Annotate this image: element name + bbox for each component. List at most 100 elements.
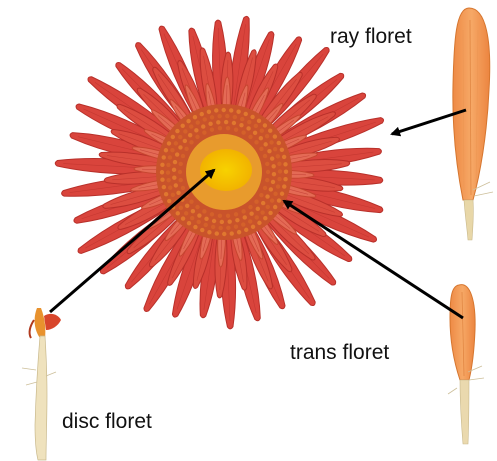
floret-dot	[278, 169, 282, 173]
floret-dot	[276, 154, 280, 158]
ray-floret-label: ray floret	[330, 25, 412, 48]
floret-dot	[265, 134, 269, 138]
floret-dot	[224, 120, 228, 124]
floret-dot	[216, 120, 220, 124]
floret-dot	[280, 148, 284, 152]
floret-dot	[226, 214, 230, 218]
floret-dot	[176, 191, 180, 195]
floret-dot	[250, 115, 254, 119]
floret-dot	[265, 194, 269, 198]
floret-dot	[283, 177, 287, 181]
floret-dot	[184, 211, 188, 215]
floret-dot	[268, 211, 272, 215]
floret-dot	[234, 127, 238, 131]
floret-dot	[234, 212, 238, 216]
floret-dot	[175, 152, 179, 156]
floret-dot	[204, 223, 208, 227]
floret-dot	[277, 198, 281, 202]
floret-dot	[202, 209, 206, 213]
floret-dot	[171, 193, 175, 197]
floret-dot	[277, 141, 281, 145]
floret-dot	[254, 140, 258, 144]
floret-dot	[210, 127, 214, 131]
floret-dot	[162, 185, 166, 189]
floret-dot	[239, 123, 243, 127]
floret-dot	[194, 128, 198, 132]
floret-dot	[269, 140, 273, 144]
floret-dot	[210, 212, 214, 216]
floret-dot	[273, 147, 277, 151]
floret-dot	[174, 141, 178, 145]
floret-dot	[178, 170, 182, 174]
floret-dot	[227, 219, 231, 223]
floret-dot	[166, 170, 170, 174]
floret-dot	[185, 204, 189, 208]
floret-dot	[232, 121, 236, 125]
floret-dot	[235, 218, 239, 222]
floret-dot	[283, 162, 287, 166]
floret-dot	[263, 123, 267, 127]
floret-dot	[260, 129, 264, 133]
floret-dot	[160, 170, 164, 174]
floret-dot	[164, 148, 168, 152]
floret-dot	[246, 126, 250, 130]
floret-dot	[197, 213, 201, 217]
floret-dot	[263, 154, 267, 158]
floret-dot	[212, 219, 216, 223]
floret-dot	[271, 164, 275, 168]
floret-dot	[211, 225, 215, 229]
floret-dot	[214, 108, 218, 112]
floret-dot	[179, 178, 183, 182]
floret-dot	[204, 217, 208, 221]
floret-dot	[201, 124, 205, 128]
floret-dot	[269, 187, 273, 191]
floret-dot	[183, 139, 187, 143]
floret-dot	[173, 160, 177, 164]
floret-dot	[282, 184, 286, 188]
floret-dot	[272, 172, 276, 176]
floret-dot	[179, 162, 183, 166]
floret-dot	[218, 126, 222, 130]
floret-dot	[259, 147, 263, 151]
floret-dot	[171, 135, 175, 139]
disc-floret-label: disc floret	[62, 410, 152, 433]
floret-dot	[202, 130, 206, 134]
floret-dot	[189, 124, 193, 128]
floret-dot	[167, 199, 171, 203]
floret-dot	[218, 214, 222, 218]
floret-dot	[241, 222, 245, 226]
floret-dot	[270, 156, 274, 160]
floret-dot	[251, 225, 255, 229]
floret-dot	[166, 163, 170, 167]
floret-dot	[254, 124, 258, 128]
flower-center-core	[200, 149, 252, 191]
floret-dot	[266, 205, 270, 209]
floret-dot	[249, 211, 253, 215]
floret-dot	[273, 134, 277, 138]
floret-dot	[197, 220, 201, 224]
floret-dot	[207, 110, 211, 114]
floret-dot	[210, 115, 214, 119]
floret-dot	[190, 216, 194, 220]
floret-dot	[184, 147, 188, 151]
floret-dot	[257, 119, 261, 123]
floret-dot	[259, 136, 263, 140]
floret-dot	[241, 130, 245, 134]
floret-dot	[215, 231, 219, 235]
floret-dot	[248, 205, 252, 209]
floret-dot	[219, 226, 223, 230]
floret-dot	[172, 175, 176, 179]
floret-dot	[266, 170, 270, 174]
floret-dot	[229, 108, 233, 112]
floret-dot	[225, 114, 229, 118]
floret-dot	[265, 178, 269, 182]
floret-dot	[270, 198, 274, 202]
floret-dot	[277, 177, 281, 181]
floret-dot	[195, 205, 199, 209]
gerbera-flower-head	[55, 16, 383, 329]
floret-dot	[200, 112, 204, 116]
floret-dot	[263, 142, 267, 146]
floret-dot	[257, 221, 261, 225]
trans-floret-label: trans floret	[290, 341, 389, 364]
floret-dot	[220, 220, 224, 224]
